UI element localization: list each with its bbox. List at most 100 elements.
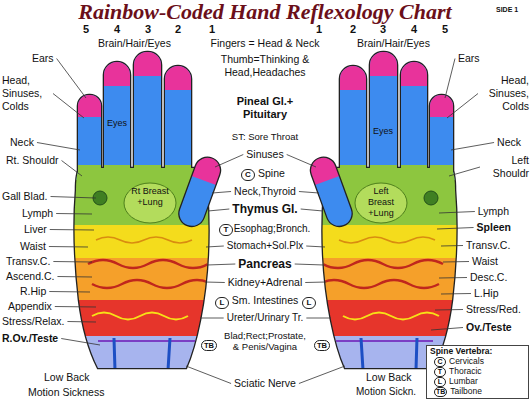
reflex-label: Ascend.C. xyxy=(6,270,54,283)
reflex-label: Thumb=Thinking & Head,Headaches xyxy=(209,53,321,79)
leader-line xyxy=(301,209,323,211)
reflex-label: Pancreas xyxy=(238,257,291,271)
reflex-label: Neck xyxy=(10,136,34,149)
circled-letter: C xyxy=(434,357,446,367)
reflex-label: 2 xyxy=(175,23,181,36)
reflex-label: Eyes xyxy=(107,118,127,129)
leader-line xyxy=(451,143,494,151)
reflex-label: 1 xyxy=(209,23,215,36)
reflex-label: R.Ov./Teste xyxy=(2,332,58,345)
circled-letter: L xyxy=(215,297,229,309)
reflex-label: Head, Sinuses, Colds xyxy=(481,74,529,113)
reflex-label: Rt. Shouldr xyxy=(6,154,59,167)
legend-row: LLumbar xyxy=(430,377,525,387)
leader-line xyxy=(439,212,475,214)
reflex-label: Sinuses xyxy=(246,148,283,161)
reflex-label: 4 xyxy=(411,23,417,36)
circled-letter: T xyxy=(434,367,446,377)
leader-line xyxy=(215,155,243,168)
reflex-label: 4 xyxy=(114,23,120,36)
reflex-label: ST: Sore Throat xyxy=(232,131,298,142)
leader-line xyxy=(287,155,316,168)
reflex-label: Left Shouldr xyxy=(483,154,529,180)
reflex-label: Blad;Rect;Prostate, & Penis/Vagina xyxy=(220,330,310,352)
legend-row: CCervicals xyxy=(430,357,525,367)
reflex-label: 5 xyxy=(442,23,448,36)
leader-line xyxy=(51,197,96,199)
leader-line xyxy=(449,167,480,176)
leader-line xyxy=(208,209,229,211)
reflex-label: Ears xyxy=(458,52,480,65)
reflex-label: L.Hip xyxy=(474,287,499,300)
reflex-label: Neck,Thyroid xyxy=(234,185,296,198)
leader-line xyxy=(62,161,82,177)
leader-line xyxy=(53,94,84,119)
circled-letter: L xyxy=(434,377,446,387)
reflex-label: Desc.C. xyxy=(470,271,507,284)
leader-line xyxy=(57,276,92,278)
reflex-label: 3 xyxy=(145,23,151,36)
reflex-label: Ears xyxy=(32,52,54,65)
reflex-label: 3 xyxy=(380,23,386,36)
reflex-label: Transv.C. xyxy=(6,255,50,268)
reflex-label: Spleen xyxy=(477,221,511,234)
leader-line xyxy=(443,261,469,263)
reflex-label: Rt Breast +Lung xyxy=(130,186,170,208)
reflex-label: Head, Sinuses, Colds xyxy=(2,74,50,113)
legend-heading: Spine Vertebra: xyxy=(430,347,525,357)
reflex-label: Ov./Teste xyxy=(466,321,512,334)
leader-line xyxy=(186,366,231,384)
legend-box: Spine Vertebra:CCervicalsTThoracicLLumba… xyxy=(426,345,529,399)
reflex-label: Thymus Gl. xyxy=(232,202,297,216)
reflex-label: Sciatic Nerve xyxy=(234,377,296,390)
leader-line xyxy=(49,291,90,293)
reflex-label: Liver xyxy=(24,223,47,236)
reflex-label: Eyes xyxy=(373,126,393,137)
leader-line xyxy=(439,277,467,279)
reflex-label: Stress/Red. xyxy=(466,303,521,316)
reflex-label: Low Back xyxy=(366,371,412,384)
leader-line xyxy=(56,213,92,215)
leader-line xyxy=(441,293,471,295)
reflex-label: Sm. Intestines xyxy=(232,294,299,307)
reflex-label: Lymph xyxy=(22,207,53,220)
reflex-label: Neck xyxy=(497,136,521,149)
leader-line xyxy=(447,94,478,119)
leader-line xyxy=(50,229,94,231)
leader-line xyxy=(435,309,463,311)
legend-row: TThoracic xyxy=(430,367,525,377)
reflex-label: 1 xyxy=(316,23,322,36)
legend-text: Cervicals xyxy=(449,356,484,366)
circled-letter: TB xyxy=(201,340,217,351)
reflex-label: Low Back xyxy=(44,371,90,384)
legend-text: Thoracic xyxy=(449,366,482,376)
reflex-label: R.Hip xyxy=(20,285,46,298)
legend-row: TBTailbone xyxy=(430,387,525,397)
reflex-label: Lymph xyxy=(478,205,509,218)
reflex-label: Motion Sickness xyxy=(28,386,104,399)
reflex-label: Gall Blad. xyxy=(2,190,48,203)
legend-text: Lumbar xyxy=(449,376,478,386)
leader-line xyxy=(441,245,463,247)
legend-text: Tailbone xyxy=(450,386,482,396)
leader-line xyxy=(205,282,225,284)
reflex-label: 5 xyxy=(83,23,89,36)
leader-line xyxy=(305,282,326,284)
reflex-label: Ureter/Urinary Tr. xyxy=(227,312,304,324)
reflex-label: Waist xyxy=(472,255,498,268)
reflex-label: Esophag;Bronch. xyxy=(234,223,311,235)
leader-line xyxy=(295,264,324,265)
leader-line xyxy=(57,59,86,99)
leader-line xyxy=(299,192,319,194)
reflex-label: Brain/Hair/Eyes xyxy=(357,37,430,50)
leader-line xyxy=(67,321,96,323)
reflex-label: Stress/Relax. xyxy=(2,315,64,328)
reflex-label: Transv.C. xyxy=(466,239,510,252)
leader-line xyxy=(37,143,80,151)
leader-line xyxy=(437,228,474,230)
leader-line xyxy=(445,59,455,99)
circled-letter: T xyxy=(219,224,233,236)
reflex-label: Spine xyxy=(258,167,285,180)
chart-title: Rainbow-Coded Hand Reflexology Chart xyxy=(78,0,451,24)
